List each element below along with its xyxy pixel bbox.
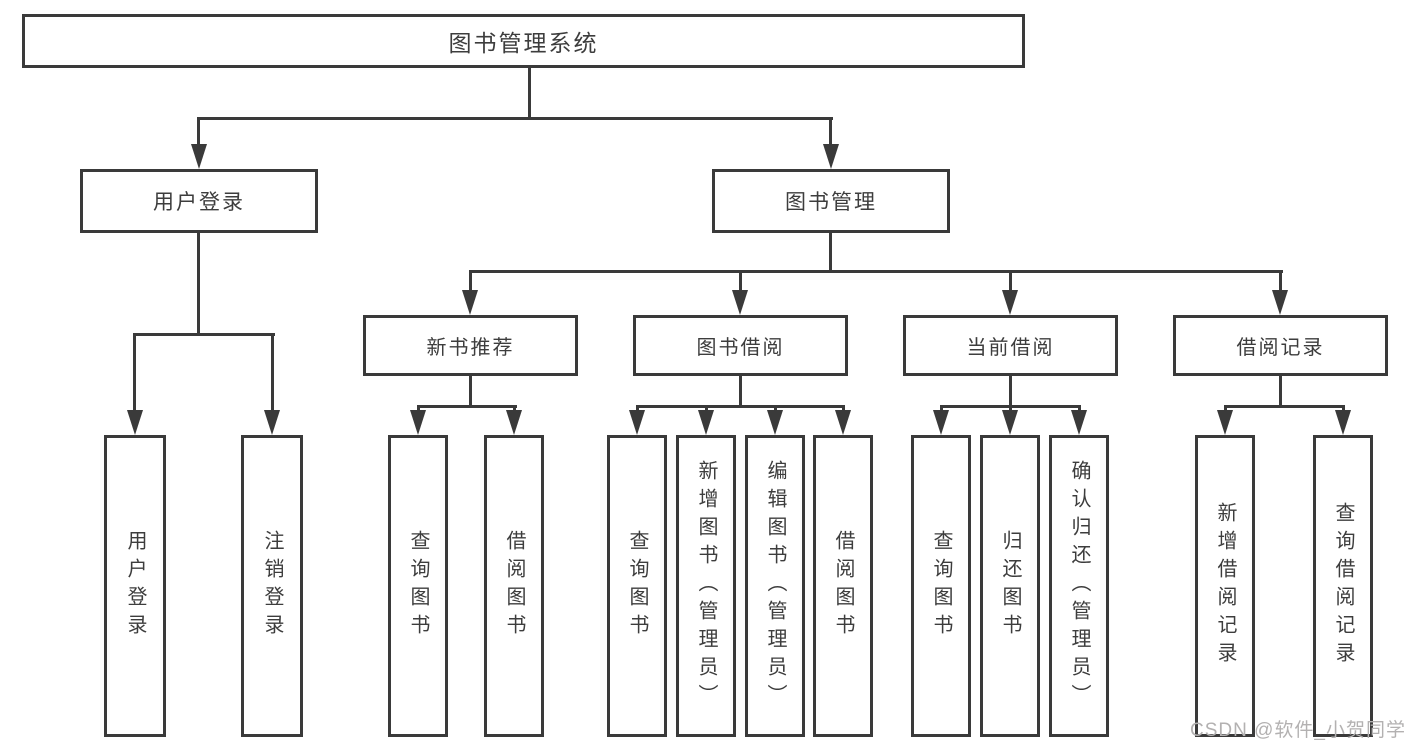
arrowhead [835,410,851,435]
leaf-user-login: 用户登录 [104,435,166,737]
node-label: 用户登录 [153,191,245,214]
connector-line [133,333,136,412]
node-label: 确认归还（管理员） [1068,460,1090,712]
leaf-logout: 注销登录 [241,435,303,737]
arrowhead [1002,290,1018,315]
arrowhead [732,290,748,315]
connector-line [469,270,1283,273]
connector-line [469,376,472,408]
node-label: 用户登录 [124,530,146,642]
connector-line [1009,376,1012,408]
arrowhead [1071,410,1087,435]
node-label: 归还图书 [999,530,1021,642]
connector-line [774,405,777,413]
node-label: 新增图书（管理员） [695,460,717,712]
connector-line [1078,405,1081,413]
node-label: 图书借阅 [696,337,785,359]
connector-line [636,405,639,413]
connector-line [417,405,517,408]
arrowhead [1217,410,1233,435]
leaf-borrowing-query-book: 查询图书 [607,435,667,737]
connector-line [1224,405,1345,408]
connector-line [271,333,274,412]
connector-line [417,405,420,413]
connector-line [705,405,708,413]
node-label: 借阅图书 [832,530,854,642]
node-label: 图书管理 [785,191,877,214]
leaf-add-book-admin: 新增图书（管理员） [676,435,736,737]
arrowhead [1272,290,1288,315]
node-label: 查询图书 [626,530,648,642]
node-label: 注销登录 [261,530,283,642]
leaf-recommend-borrow-book: 借阅图书 [484,435,544,737]
connector-line [1009,405,1012,413]
node-library-management-system: 图书管理系统 [22,14,1025,68]
leaf-return-book: 归还图书 [980,435,1040,737]
node-book-management: 图书管理 [712,169,950,233]
connector-line [197,233,200,336]
connector-line [528,68,531,120]
node-label: 借阅记录 [1236,337,1325,359]
connector-line [636,405,845,408]
leaf-recommend-query-book: 查询图书 [388,435,448,737]
connector-line [940,405,943,413]
node-label: 新增借阅记录 [1214,502,1236,670]
arrowhead [629,410,645,435]
node-book-borrowing: 图书借阅 [633,315,848,376]
node-label: 查询图书 [407,530,429,642]
arrowhead [698,410,714,435]
connector-line [739,270,742,293]
leaf-add-borrow-record: 新增借阅记录 [1195,435,1255,737]
connector-line [1279,376,1282,408]
connector-line [197,117,200,147]
connector-line [1279,270,1282,293]
node-label: 借阅图书 [503,530,525,642]
leaf-edit-book-admin: 编辑图书（管理员） [745,435,805,737]
node-new-book-recommend: 新书推荐 [363,315,578,376]
arrowhead [1335,410,1351,435]
connector-line [1342,405,1345,413]
connector-line [829,117,832,147]
connector-line [197,117,833,120]
connector-line [739,376,742,408]
node-label: 编辑图书（管理员） [764,460,786,712]
node-current-borrowing: 当前借阅 [903,315,1118,376]
node-label: 图书管理系统 [448,30,599,56]
connector-line [513,405,516,413]
connector-line [829,233,832,273]
node-label: 当前借阅 [966,337,1055,359]
connector-line [1009,270,1012,293]
connector-line [1224,405,1227,413]
leaf-current-query-book: 查询图书 [911,435,971,737]
arrowhead [127,410,143,435]
connector-line [842,405,845,413]
arrowhead [191,144,207,169]
arrowhead [823,144,839,169]
node-borrowing-records: 借阅记录 [1173,315,1388,376]
arrowhead [933,410,949,435]
node-label: 查询图书 [930,530,952,642]
node-label: 查询借阅记录 [1332,502,1354,670]
leaf-query-borrow-record: 查询借阅记录 [1313,435,1373,737]
connector-line [133,333,275,336]
arrowhead [506,410,522,435]
node-label: 新书推荐 [426,337,515,359]
watermark: CSDN @软件_小贺同学 [1190,720,1405,741]
arrowhead [264,410,280,435]
arrowhead [1002,410,1018,435]
leaf-confirm-return-admin: 确认归还（管理员） [1049,435,1109,737]
node-user-login: 用户登录 [80,169,318,233]
arrowhead [767,410,783,435]
connector-line [469,270,472,293]
leaf-borrowing-borrow-book: 借阅图书 [813,435,873,737]
arrowhead [462,290,478,315]
arrowhead [410,410,426,435]
